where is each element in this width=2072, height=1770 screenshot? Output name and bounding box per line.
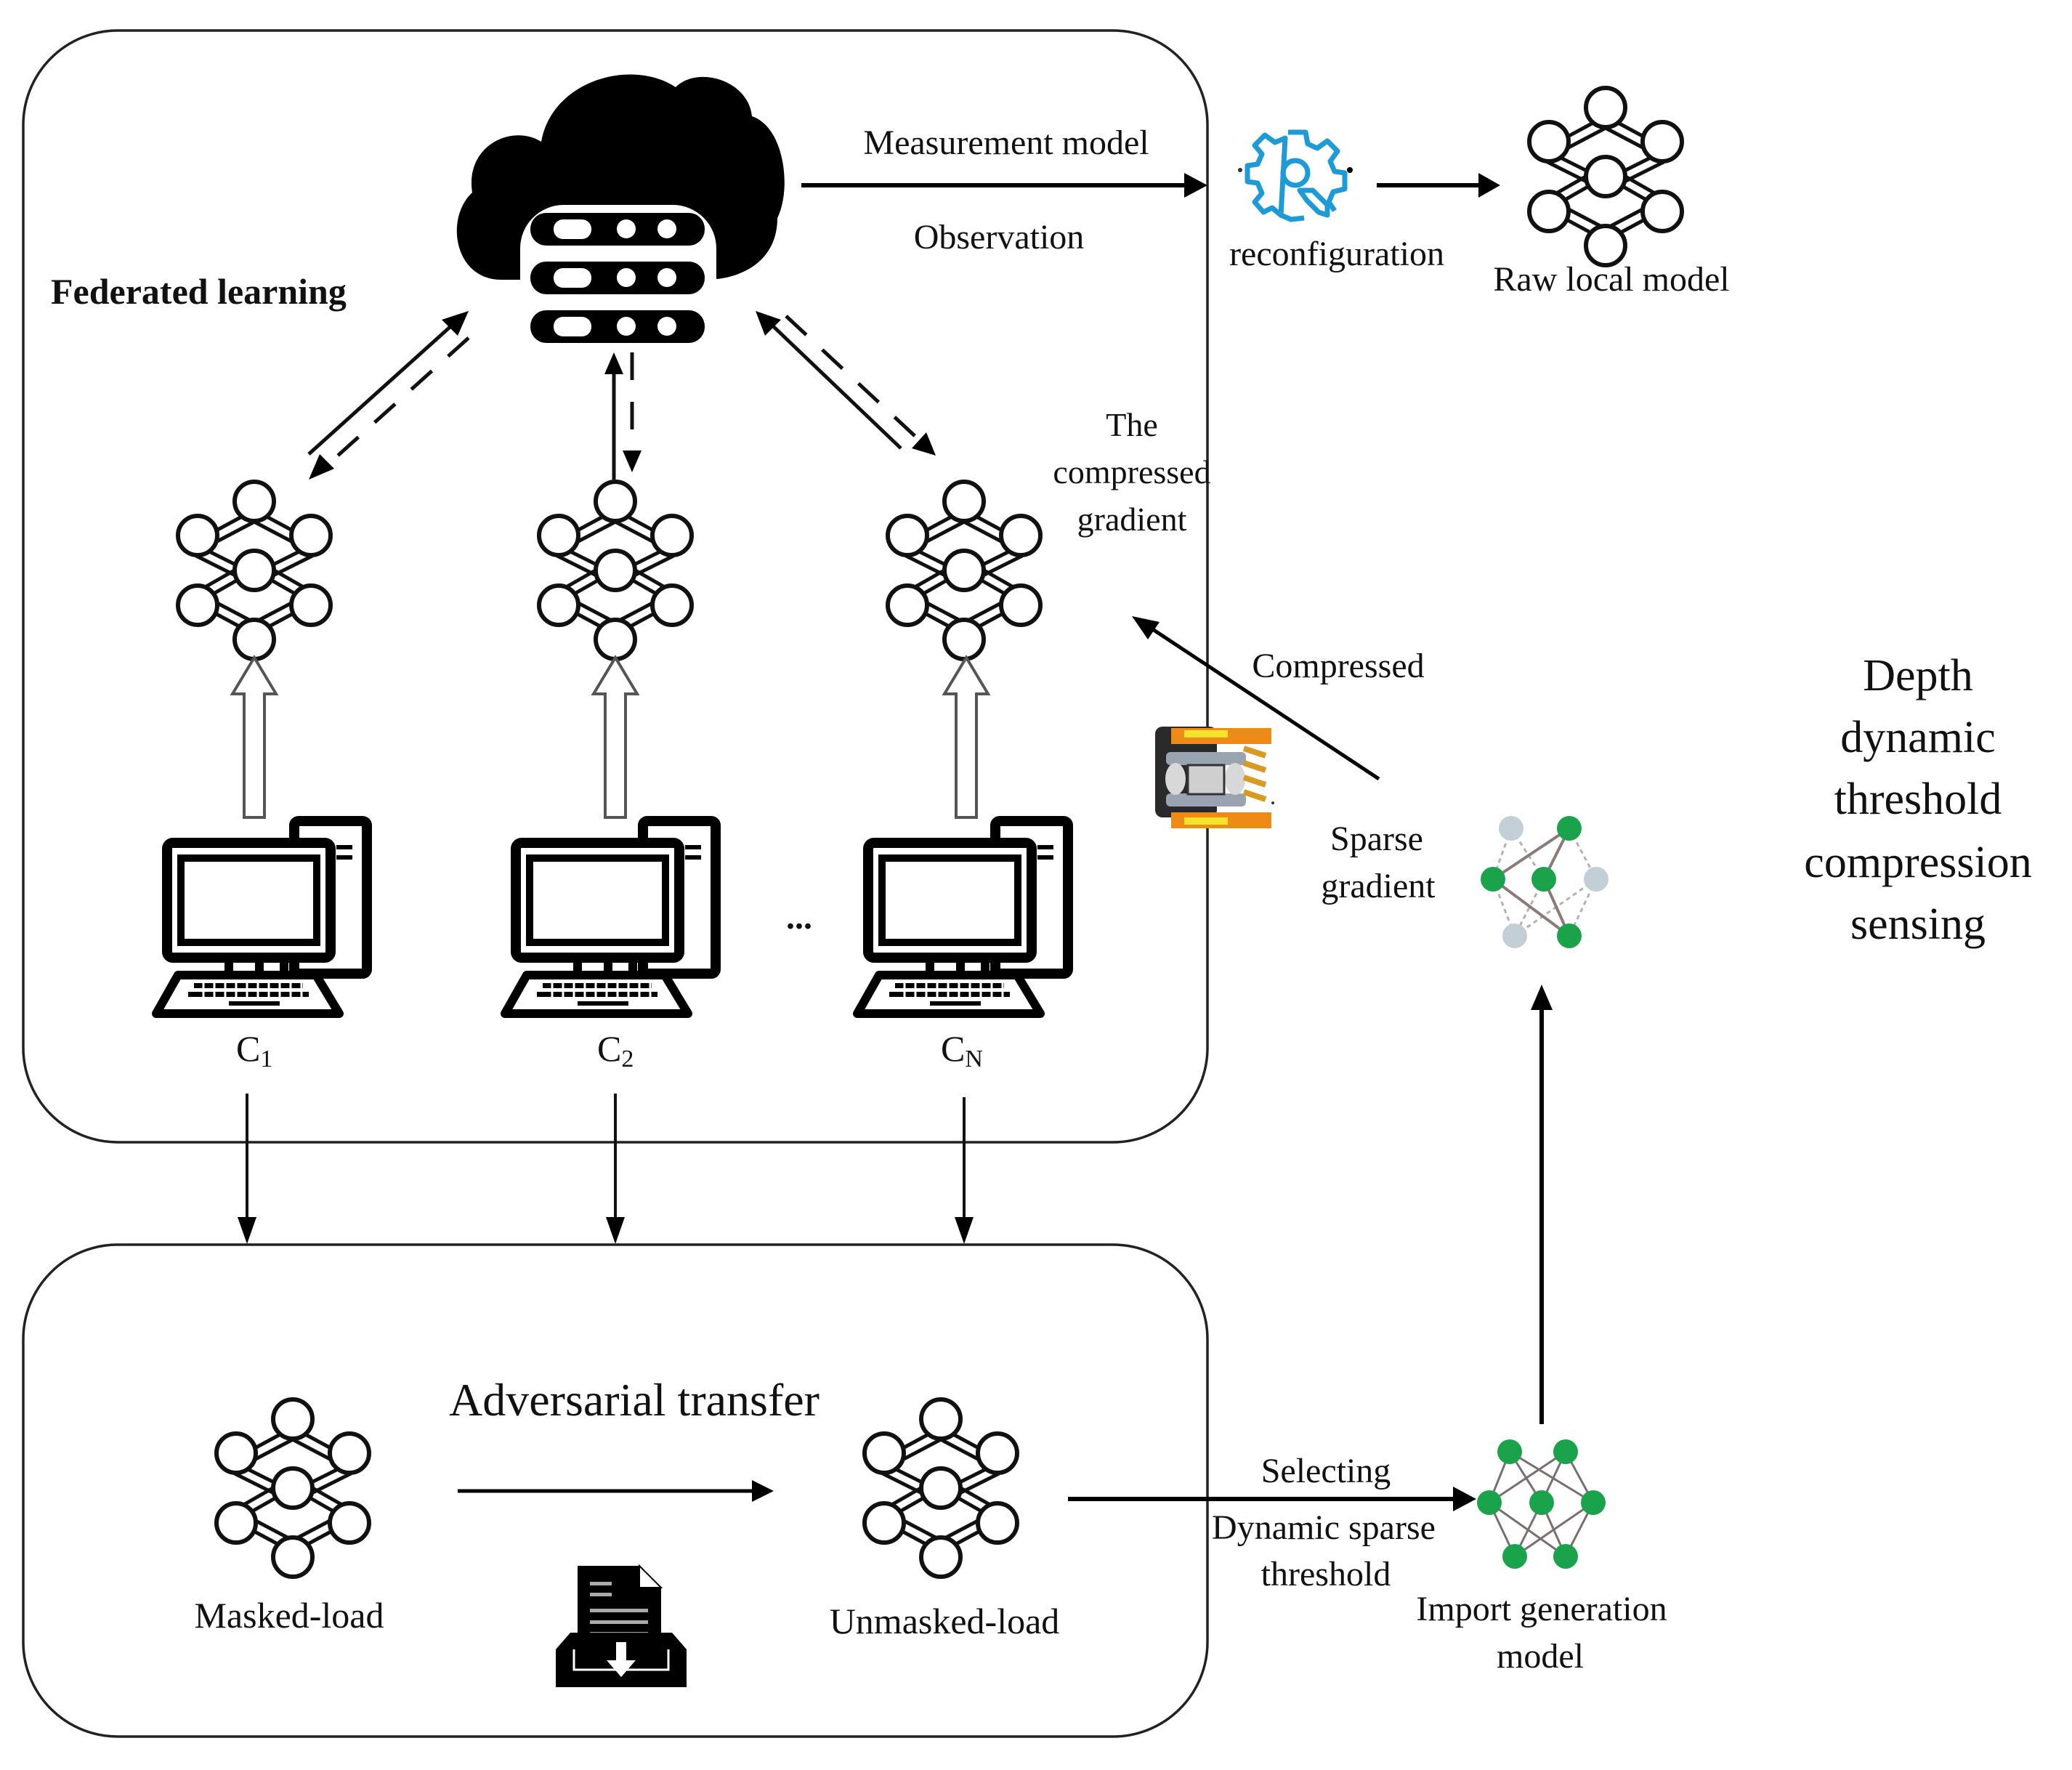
masked-load-model-icon: [216, 1399, 369, 1577]
masked-load-label: Masked-load: [194, 1595, 384, 1636]
side-title-line-2: dynamic: [1840, 713, 1996, 762]
compressed-gradient-line-1: The: [1106, 406, 1158, 443]
client-2-model-icon: [539, 482, 692, 659]
sparse-gradient-label: Sparse gradient: [1321, 820, 1436, 905]
measurement-flow: Measurement model Observation reconfigur…: [801, 88, 1730, 299]
client-n-computer-icon: [857, 821, 1068, 1014]
client-2-computer-icon: [505, 821, 716, 1014]
compressed-gradient-line-3: gradient: [1077, 501, 1187, 538]
side-title-line-4: compression: [1804, 838, 2031, 887]
import-generation-model-icon: [1477, 1439, 1606, 1569]
client-n-label: CN: [941, 1028, 983, 1072]
sparse-gradient-line-2: gradient: [1321, 867, 1436, 905]
reconfiguration-gear-icon: [1238, 129, 1353, 222]
import-line-2: model: [1497, 1637, 1584, 1676]
unmasked-load-model-icon: [865, 1399, 1017, 1577]
raw-local-model-icon: [1529, 88, 1682, 265]
observation-label: Observation: [914, 218, 1085, 256]
client-1-upload-arrow: [231, 656, 278, 819]
threshold-line-1: Dynamic sparse: [1212, 1508, 1436, 1547]
measurement-model-label: Measurement model: [863, 124, 1149, 162]
client-n-model-icon: [888, 482, 1040, 659]
dynamic-sparse-threshold-label: Dynamic sparse threshold: [1212, 1508, 1436, 1593]
raw-local-model-label: Raw local model: [1493, 260, 1729, 299]
sparse-gradient-line-1: Sparse: [1330, 820, 1423, 858]
client-2-label: C2: [597, 1028, 634, 1072]
sparse-gradient-graph-icon: [1481, 816, 1608, 948]
federated-learning-panel: Federated learning: [22, 29, 1211, 1144]
adversarial-transfer-title: Adversarial transfer: [449, 1374, 820, 1426]
compressor-icon: [1155, 727, 1274, 828]
client-to-adversarial-arrows: [238, 1094, 974, 1244]
client-1-server-arrows: [307, 311, 470, 480]
compressed-gradient-label: The compressed gradient: [1053, 406, 1210, 538]
generation-flow: Selecting Dynamic sparse threshold: [1068, 1439, 1667, 1676]
adversarial-transfer-panel: Adversarial transfer Masked-load Unmaske…: [22, 1243, 1209, 1738]
side-title-line-3: threshold: [1834, 775, 2002, 824]
client-n-upload-arrow: [943, 656, 990, 819]
side-title-line-5: sensing: [1850, 900, 1986, 949]
federated-learning-title: Federated learning: [51, 271, 347, 312]
client-1-model-icon: [178, 482, 331, 659]
unmasked-load-label: Unmasked-load: [830, 1601, 1060, 1641]
client-n-server-arrows: [756, 311, 936, 456]
compression-flow: Compressed Sparse gradient: [1132, 616, 2032, 1424]
compressed-gradient-line-2: compressed: [1053, 453, 1210, 490]
threshold-line-2: threshold: [1261, 1555, 1391, 1593]
import-line-1: Import generation: [1416, 1590, 1667, 1628]
reconfiguration-label: reconfiguration: [1229, 235, 1444, 273]
clients-ellipsis: ...: [786, 898, 812, 937]
side-title-line-1: Depth: [1863, 651, 1973, 700]
client-1-label: C1: [236, 1028, 272, 1072]
selecting-label: Selecting: [1261, 1452, 1391, 1490]
compressed-label: Compressed: [1252, 647, 1424, 685]
cloud-server-icon: [456, 74, 785, 346]
document-download-icon: [556, 1564, 687, 1687]
side-title: Depth dynamic threshold compression sens…: [1804, 651, 2031, 949]
import-generation-model-label: Import generation model: [1416, 1590, 1667, 1676]
client-2-upload-arrow: [592, 656, 639, 819]
client-2-server-arrows: [604, 352, 642, 480]
client-1-computer-icon: [156, 821, 367, 1014]
adversarial-box-border: [22, 1243, 1209, 1738]
